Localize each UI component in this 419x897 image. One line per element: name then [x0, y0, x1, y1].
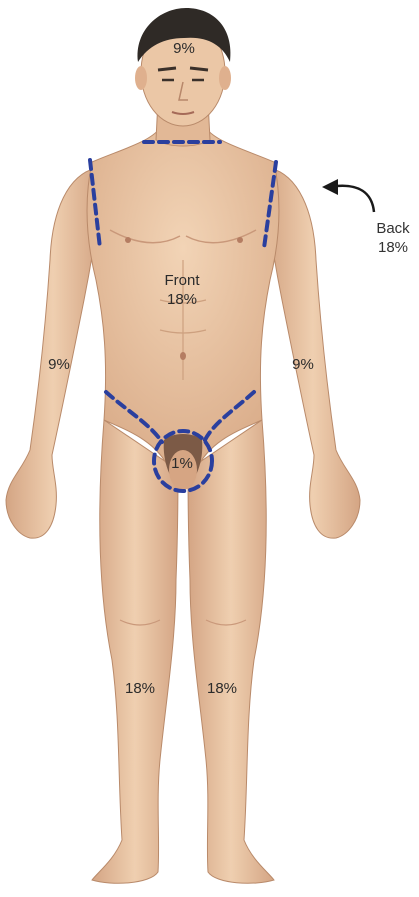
- right-arm: [6, 168, 100, 538]
- left-arm: [266, 168, 360, 538]
- back-label: Back 18%: [370, 219, 416, 257]
- front-trunk-value: 18%: [150, 290, 214, 309]
- back-name: Back: [370, 219, 416, 238]
- perineum-label: 1%: [164, 454, 200, 473]
- back-value: 18%: [370, 238, 416, 257]
- left-arm-label: 9%: [282, 355, 324, 374]
- left-leg: [188, 420, 274, 883]
- front-trunk-label: Front 18%: [150, 271, 214, 309]
- left-leg-label: 18%: [196, 679, 248, 698]
- back-arrow-head-icon: [322, 179, 338, 195]
- right-leg: [92, 420, 178, 883]
- left-ear: [135, 66, 147, 90]
- back-arrow-icon: [336, 186, 374, 212]
- front-trunk-name: Front: [150, 271, 214, 290]
- right-ear: [219, 66, 231, 90]
- right-leg-label: 18%: [114, 679, 166, 698]
- right-arm-label: 9%: [38, 355, 80, 374]
- head-label: 9%: [162, 39, 206, 58]
